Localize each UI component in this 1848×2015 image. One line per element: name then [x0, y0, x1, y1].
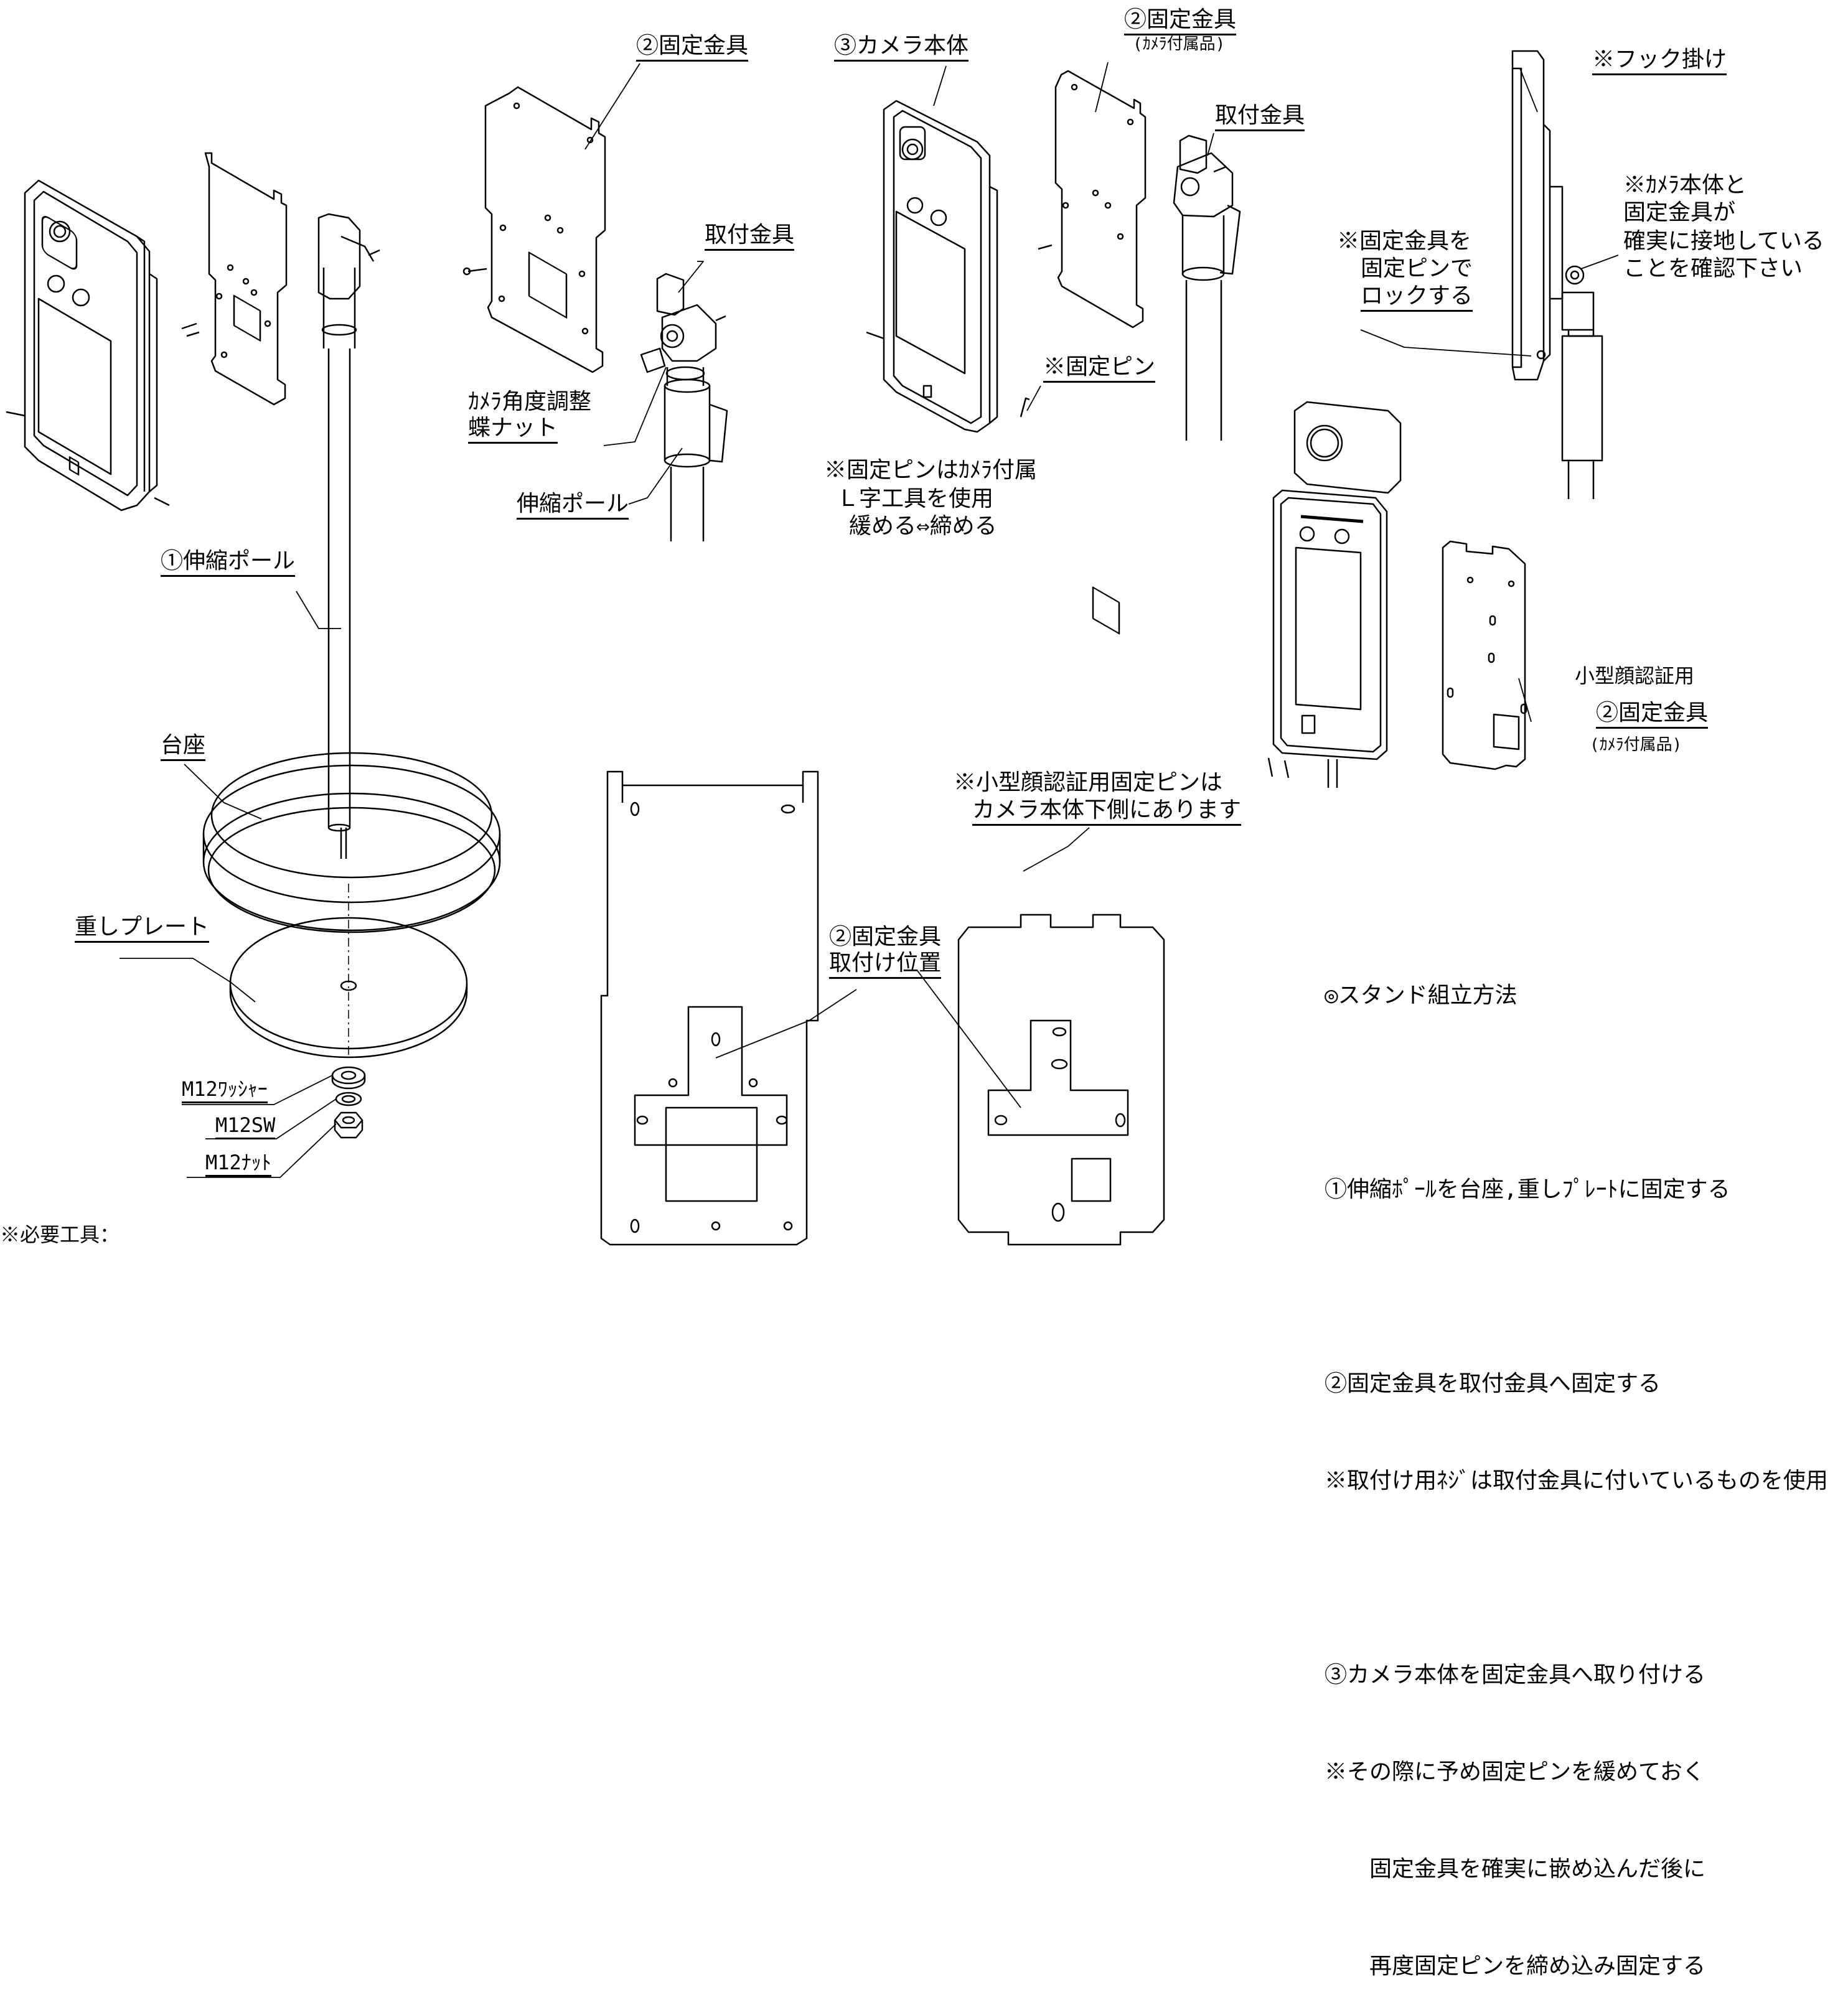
instructions-step3-note1: ※その際に予め固定ピンを緩めておく: [1325, 1759, 1705, 1785]
pin-note-1: ※固定ピンはｶﾒﾗ付属: [824, 457, 1038, 483]
small-pin-note-2: カメラ本体下側にあります: [972, 798, 1242, 826]
mount-label-b: 取付金具: [1215, 103, 1305, 131]
bracket-front-plate: [600, 770, 819, 1246]
lock-note-3: ロックする: [1361, 284, 1473, 312]
lock-note-2: 固定ピンで: [1361, 256, 1473, 281]
contact-note-1: ※ｶﾒﾗ本体と: [1623, 172, 1747, 198]
angle-nut-label-1: ｶﾒﾗ角度調整: [468, 389, 592, 414]
nut-label: M12ﾅｯﾄ: [205, 1151, 271, 1177]
fix-bracket-exploded: [181, 152, 288, 406]
side-view: [1511, 50, 1603, 499]
instructions-step3: ③カメラ本体を固定金具へ取り付ける: [1325, 1662, 1706, 1688]
mount-detail: [640, 273, 728, 541]
mount-label-a: 取付金具: [705, 223, 795, 251]
pin-note-2: Ｌ字工具を使用: [837, 486, 994, 512]
lock-note-1: ※固定金具を: [1337, 228, 1472, 254]
weight-plate-label: 重しプレート: [75, 915, 210, 943]
camera-unit-exploded: [6, 179, 170, 512]
fix-bracket-detail: [462, 86, 606, 373]
instructions-title: ◎スタンド組立方法: [1325, 983, 1517, 1008]
position-label-2: 取付け位置: [829, 951, 942, 979]
contact-note-2: 固定金具が: [1623, 200, 1736, 225]
fix-bracket-label-a: ②固定金具: [636, 34, 749, 62]
instructions-step1: ①伸縮ﾎﾟｰﾙを台座,重しﾌﾟﾚｰﾄに固定する: [1325, 1177, 1730, 1202]
instructions-spacer-1: [1325, 1077, 1828, 1109]
contact-note-3: 確実に接地している: [1623, 228, 1824, 254]
pole-assembly: [317, 213, 380, 859]
pole-detail-label: 伸縮ポール: [517, 492, 629, 520]
fasteners: [331, 1066, 366, 1139]
weight-plate: [229, 884, 468, 1059]
tools-label: ※必要工具：: [0, 1223, 120, 1246]
instructions-step2-note: ※取付け用ﾈｼﾞは取付金具に付いているものを使用: [1325, 1468, 1828, 1494]
base-label: 台座: [161, 733, 206, 761]
contact-note-4: ことを確認下さい: [1623, 256, 1803, 281]
fix-bracket-label-c: ②固定金具: [1596, 701, 1709, 729]
fix-bracket-c: [1038, 70, 1147, 635]
camera-body-label: ③カメラ本体: [834, 34, 969, 62]
angle-nut-label-2: 蝶ナット: [468, 416, 558, 444]
instructions-step3-note3: 再度固定ピンを締め込み固定する: [1325, 1953, 1706, 1979]
hook-label: ※フック掛け: [1592, 47, 1727, 75]
instructions-spacer-3: [1325, 1562, 1828, 1594]
assembly-drawing: [6, 50, 1619, 1246]
small-camera: [1267, 401, 1402, 788]
instructions-step2: ②固定金具を取付金具へ固定する: [1325, 1371, 1661, 1396]
small-bracket: [1442, 540, 1527, 770]
fix-bracket-label-b: ②固定金具: [1124, 7, 1237, 35]
small-bracket-front: [957, 914, 1165, 1246]
fix-bracket-note-b: (ｶﾒﾗ付属品): [1133, 35, 1226, 54]
instructions-step3-note2: 固定金具を確実に嵌め込んだ後に: [1325, 1856, 1706, 1882]
fix-pin-label: ※固定ピン: [1043, 355, 1156, 383]
small-pin-note-1: ※小型顔認証用固定ピンは: [954, 770, 1223, 795]
pole-label: ①伸縮ポール: [161, 549, 296, 577]
sw-label: M12SW: [215, 1114, 276, 1139]
position-label-1: ②固定金具: [829, 924, 942, 950]
camera-body-detail: [866, 100, 998, 433]
fix-bracket-note-c: (ｶﾒﾗ付属品): [1590, 736, 1682, 754]
small-face-label: 小型顔認証用: [1575, 664, 1695, 688]
assembly-instructions: ◎スタンド組立方法 ①伸縮ﾎﾟｰﾙを台座,重しﾌﾟﾚｰﾄに固定する ②固定金具を…: [1325, 915, 1828, 2015]
base-disc: [202, 752, 501, 933]
pin-note-3: 緩める⇔締める: [849, 513, 997, 539]
washer-label: M12ﾜｯｼｬｰ: [182, 1078, 268, 1103]
instructions-spacer-2: [1325, 1271, 1828, 1303]
mount-c: [1020, 134, 1241, 441]
